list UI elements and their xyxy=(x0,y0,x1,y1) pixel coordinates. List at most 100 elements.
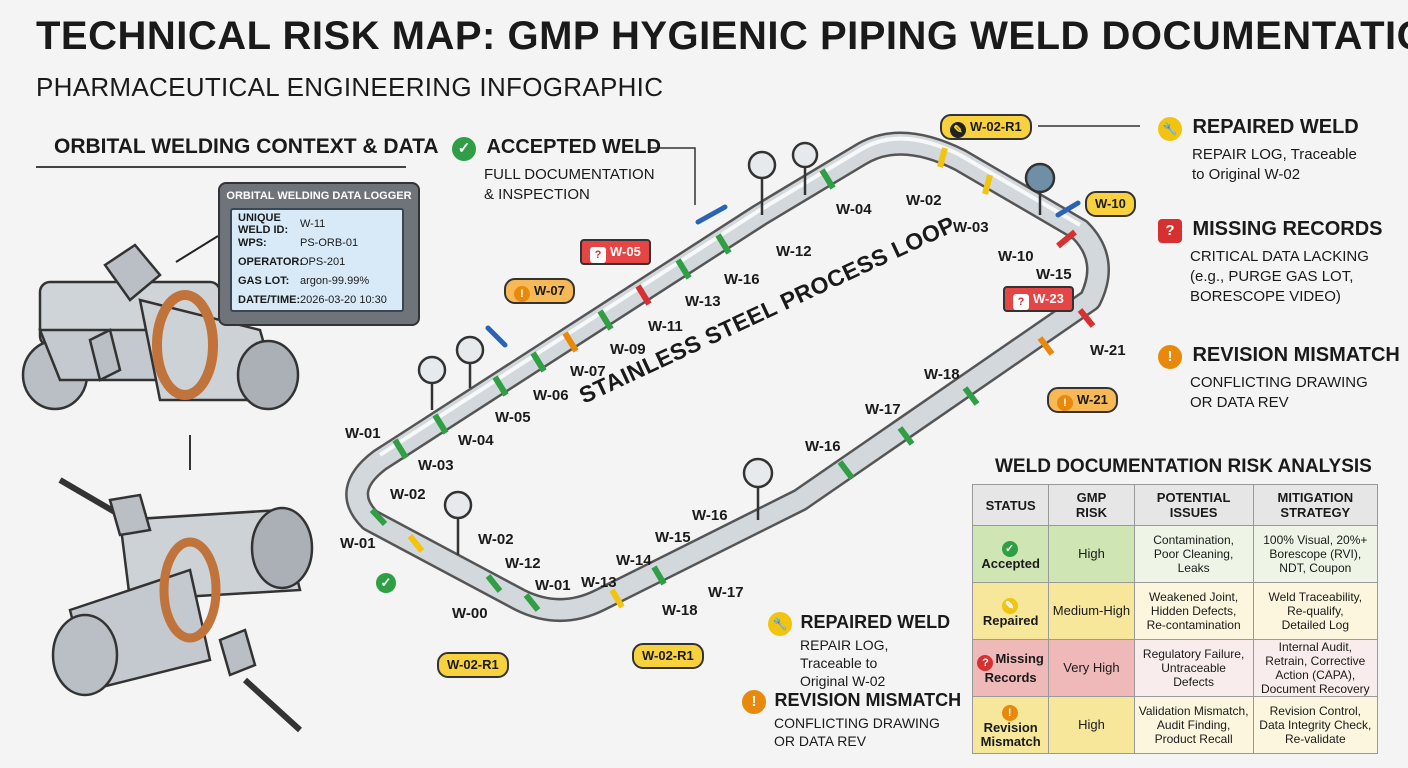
callout-sub: Traceable to xyxy=(800,655,878,671)
weld-label: W-15 xyxy=(1036,266,1072,283)
weld-label: W-18 xyxy=(662,602,698,619)
logger-key: OPERATOR: xyxy=(238,255,303,268)
logger-value: argon-99.99% xyxy=(300,274,370,287)
weld-label: W-18 xyxy=(924,366,960,383)
col-issues-line2: ISSUES xyxy=(1169,505,1218,520)
issue-line: Defects xyxy=(1173,675,1214,689)
callout-missing: ? MISSING RECORDS CRITICAL DATA LACKING … xyxy=(1158,218,1382,307)
gauge-icon xyxy=(791,141,819,169)
callout-sub: to Original W-02 xyxy=(1192,165,1301,183)
issue-line: Untraceable xyxy=(1161,661,1226,675)
weld-label: W-13 xyxy=(581,574,617,591)
issue-line: Leaks xyxy=(1177,561,1210,575)
weld-band xyxy=(837,460,855,480)
weld-band xyxy=(651,565,667,586)
col-mit-line2: STRATEGY xyxy=(1280,505,1351,520)
callout-head: ACCEPTED WELD xyxy=(486,136,661,158)
question-icon: ? xyxy=(1013,294,1029,310)
valve-handle-icon xyxy=(485,325,508,348)
weld-band xyxy=(897,426,915,446)
valve-handle-icon xyxy=(1055,200,1081,218)
exclaim-icon: ! xyxy=(742,690,766,714)
issue-line: Regulatory Failure, xyxy=(1142,647,1245,661)
mit-line: 100% Visual, 20%+ xyxy=(1263,533,1368,547)
logger-screen: UNIQUE WELD ID:W-11 WPS:PS-ORB-01 OPERAT… xyxy=(230,208,404,312)
status-cell: ✎Repaired xyxy=(971,582,1050,640)
exclaim-icon: ! xyxy=(1001,704,1018,721)
mit-line: Data Integrity Check, xyxy=(1259,718,1372,732)
issue-line: Contamination, xyxy=(1153,533,1234,547)
logger-value: 2026-03-20 10:30 xyxy=(300,293,387,306)
tag-label: W-10 xyxy=(1095,196,1126,211)
weld-label: W-01 xyxy=(345,425,381,442)
callout-sub: (e.g., PURGE GAS LOT, xyxy=(1190,267,1354,285)
clamp xyxy=(103,243,162,302)
callout-accepted: ✓ ACCEPTED WELD FULL DOCUMENTATION & INS… xyxy=(452,136,661,205)
callout-head: REVISION MISMATCH xyxy=(1192,344,1400,366)
weld-band xyxy=(675,258,692,280)
weld-label: W-16 xyxy=(805,438,841,455)
weld-label: W-16 xyxy=(724,271,760,288)
weld-band xyxy=(1037,336,1055,356)
weld-band xyxy=(609,588,625,609)
tag-label: W-23 xyxy=(1033,291,1064,306)
question-icon: ? xyxy=(1158,218,1182,243)
weld-label: W-01 xyxy=(340,535,376,552)
weld-label: W-06 xyxy=(533,387,569,404)
weld-band xyxy=(937,147,948,168)
weld-label: W-21 xyxy=(1090,342,1126,359)
callout-head: MISSING RECORDS xyxy=(1192,218,1383,240)
callout-sub: BORESCOPE VIDEO) xyxy=(1190,287,1341,305)
issues-cell: Weakened Joint,Hidden Defects,Re-contami… xyxy=(1133,582,1254,640)
table-row: ✓Accepted High Contamination,Poor Cleani… xyxy=(971,525,1379,583)
check-icon: ✓ xyxy=(1001,540,1018,557)
weld-band xyxy=(635,284,652,306)
logger-row: OPERATOR:OPS-201 xyxy=(238,252,402,271)
bottom-weld-illustration xyxy=(51,477,314,733)
weld-band xyxy=(1056,229,1077,249)
weld-label: W-03 xyxy=(418,457,454,474)
weld-label: W-13 xyxy=(685,293,721,310)
callout-sub: CONFLICTING DRAWING xyxy=(774,715,940,731)
weld-label: W-02 xyxy=(390,486,426,503)
weld-band xyxy=(407,534,425,553)
weld-label: W-14 xyxy=(616,552,652,569)
weld-band xyxy=(715,233,732,255)
issue-line: Hidden Defects, xyxy=(1150,604,1237,618)
page-title: TECHNICAL RISK MAP: GMP HYGIENIC PIPING … xyxy=(36,14,1408,58)
status-cell: ✓Accepted xyxy=(971,525,1050,583)
issue-line: Validation Mismatch, xyxy=(1138,704,1249,718)
weld-band xyxy=(819,168,836,190)
top-weld-illustration xyxy=(21,235,300,411)
wrench-icon: ✎ xyxy=(950,122,966,138)
weld-label: W-05 xyxy=(495,409,531,426)
tag-label: W-02-R1 xyxy=(447,657,499,672)
callout-head: REVISION MISMATCH xyxy=(774,690,962,711)
issue-line: Weakened Joint, xyxy=(1149,590,1239,604)
weld-band xyxy=(1077,308,1096,328)
weld-band xyxy=(523,593,541,612)
valve-wheel-icon xyxy=(1024,162,1056,194)
issues-cell: Validation Mismatch,Audit Finding,Produc… xyxy=(1133,696,1254,754)
gauge-icon xyxy=(455,335,485,365)
exclaim-icon: ! xyxy=(514,286,530,302)
mit-line: Internal Audit, xyxy=(1278,640,1353,654)
callout-sub: OR DATA REV xyxy=(1190,393,1289,411)
logger-value: PS-ORB-01 xyxy=(300,236,359,249)
weld-label: W-02 xyxy=(478,531,514,548)
weld-band xyxy=(597,309,614,331)
weld-label: W-12 xyxy=(505,555,541,572)
logger-value: OPS-201 xyxy=(300,255,346,268)
status-label: Records xyxy=(984,669,1037,685)
mitigation-cell: Revision Control,Data Integrity Check,Re… xyxy=(1252,696,1379,754)
tag-label: W-05 xyxy=(610,244,641,259)
weld-label: W-09 xyxy=(610,341,646,358)
weld-label: W-11 xyxy=(648,318,683,335)
